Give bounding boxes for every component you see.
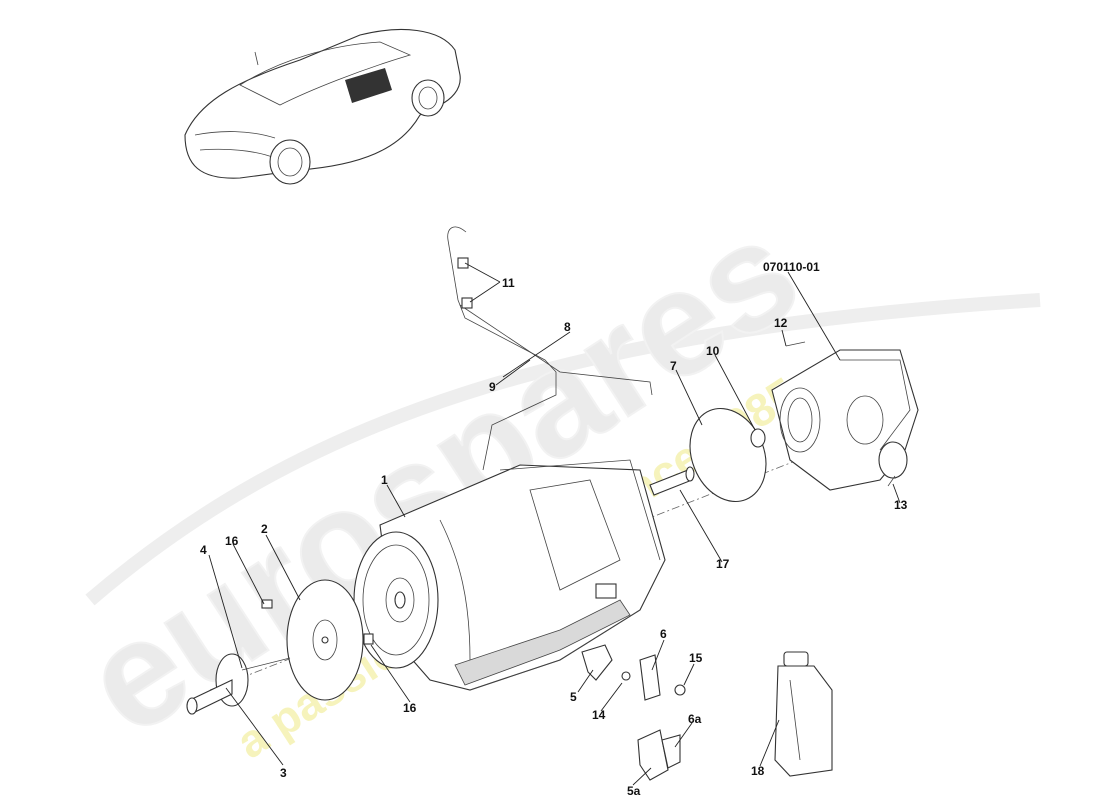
callout-11: 11 xyxy=(502,276,515,290)
callout-9: 9 xyxy=(489,380,496,394)
callout-10: 10 xyxy=(706,344,720,358)
bolt-14 xyxy=(621,671,631,681)
seal-ring-10 xyxy=(750,428,766,448)
callout-2: 2 xyxy=(261,522,268,536)
bracket-6 xyxy=(639,654,661,701)
callout-16-upper: 16 xyxy=(225,534,239,548)
callout-18: 18 xyxy=(751,764,765,778)
bolt-4 xyxy=(241,657,291,671)
transmission-assembly xyxy=(379,459,695,691)
watermark-swoosh xyxy=(85,293,1041,606)
bolt-16-lower xyxy=(363,633,374,645)
callout-12: 12 xyxy=(774,316,788,330)
bolt-12 xyxy=(785,341,806,347)
callout-17: 17 xyxy=(716,557,730,571)
callout-14: 14 xyxy=(592,708,606,722)
clip-lower xyxy=(461,297,473,309)
callout-labels: 1 2 3 4 5 5a 6 6a 7 8 9 10 11 12 13 14 1… xyxy=(200,260,908,798)
callout-5: 5 xyxy=(570,690,577,704)
callout-13: 13 xyxy=(894,498,908,512)
callout-7: 7 xyxy=(670,359,677,373)
highlighted-transmission-icon xyxy=(345,68,392,103)
callout-6: 6 xyxy=(660,627,667,641)
callout-15: 15 xyxy=(689,651,703,665)
vehicle-thumbnail xyxy=(184,28,461,185)
rear-final-drive xyxy=(771,349,919,491)
callout-1: 1 xyxy=(381,473,388,487)
bolt-16-upper xyxy=(261,599,273,609)
torque-converter xyxy=(353,531,439,669)
clip-upper xyxy=(457,257,469,269)
bracket-5a xyxy=(637,729,669,781)
callout-6a: 6a xyxy=(688,712,702,726)
callout-4: 4 xyxy=(200,543,207,557)
breather-pipe xyxy=(447,226,653,471)
id-plate xyxy=(595,583,617,599)
leader-lines xyxy=(208,262,901,786)
callout-5a: 5a xyxy=(627,784,641,798)
callout-8: 8 xyxy=(564,320,571,334)
bolt-13 xyxy=(887,475,896,487)
bracket-5 xyxy=(581,644,613,681)
fluid-bottle xyxy=(774,651,833,777)
diagram-reference-code: 070110-01 xyxy=(763,260,820,274)
flexplate-disc xyxy=(286,579,364,701)
callout-3: 3 xyxy=(280,766,287,780)
drive-hub xyxy=(186,653,249,715)
bracket-6a xyxy=(661,734,681,769)
callout-16-lower: 16 xyxy=(403,701,417,715)
nut-15 xyxy=(674,684,686,696)
